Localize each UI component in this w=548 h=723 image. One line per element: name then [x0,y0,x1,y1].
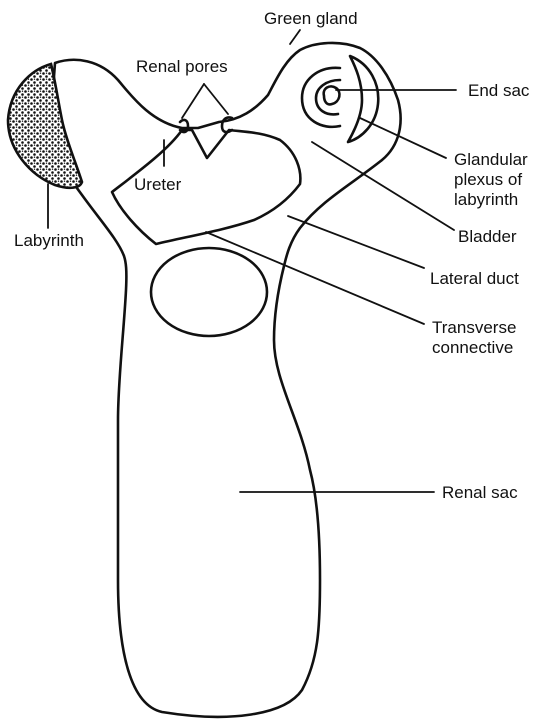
end-sac-inner-coil [316,80,340,114]
leader-lateral-duct [288,216,424,268]
label-transverse-line1: Transverse [432,318,516,337]
label-ureter: Ureter [134,175,182,194]
green-gland-crescent [348,56,378,142]
transverse-connective-ring [151,248,267,336]
label-end-sac: End sac [468,81,530,100]
label-renal-sac: Renal sac [442,483,518,502]
leader-green-gland [290,30,300,44]
leader-renal-pores-left [182,84,204,118]
label-glandular-line3: labyrinth [454,190,518,209]
label-glandular-line1: Glandular [454,150,528,169]
label-labyrinth: Labyrinth [14,231,84,250]
label-transverse-line2: connective [432,338,513,357]
label-bladder: Bladder [458,227,517,246]
label-glandular-line2: plexus of [454,170,522,189]
label-renal-pores: Renal pores [136,57,228,76]
label-green-gland: Green gland [264,9,358,28]
leader-renal-pores-right [204,84,228,114]
renal-sac-outline [50,43,401,717]
label-lateral-duct: Lateral duct [430,269,519,288]
leader-bladder [312,142,454,230]
leader-glandular-plexus [360,118,446,158]
leader-transverse-connective [206,232,424,324]
end-sac-outer-coil [302,68,340,127]
labyrinth-lobe [8,64,82,188]
